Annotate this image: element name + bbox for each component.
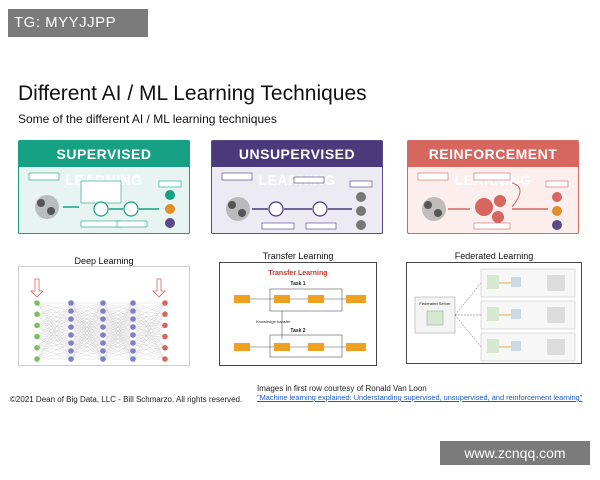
nn-node (68, 348, 74, 354)
nn-node (34, 345, 40, 351)
nn-connection (37, 303, 71, 325)
nn-node (162, 334, 168, 340)
supervised-learning-panel: SUPERVISED LEARNING (18, 140, 190, 234)
nn-node (68, 356, 74, 362)
nn-node (100, 340, 106, 346)
knowledge-transfer-label: Knowledge transfer (256, 319, 291, 324)
nn-node (34, 356, 40, 362)
transfer-diagram-title: Transfer Learning (268, 270, 327, 277)
watermark-top: TG: MYYJJPP (8, 9, 148, 37)
nn-node (130, 308, 136, 314)
nn-node (68, 316, 74, 322)
reinforcement-diagram (408, 167, 578, 233)
nn-connection (133, 314, 165, 327)
nn-connection (37, 335, 71, 348)
supervised-diagram (19, 167, 189, 233)
page-title: Different AI / ML Learning Techniques (18, 82, 367, 106)
nn-node (68, 324, 74, 330)
nn-connection (37, 303, 71, 348)
nn-node (34, 300, 40, 306)
nn-node (130, 300, 136, 306)
transfer-learning-figure: Transfer Learning Task 1 Knowledge trans… (219, 262, 377, 366)
nn-node (162, 311, 168, 317)
task2-label: Task 2 (290, 328, 305, 334)
federated-server-label: Federated Server (419, 301, 451, 306)
nn-node (100, 324, 106, 330)
nn-node (162, 356, 168, 362)
nn-node (68, 300, 74, 306)
source-article-link[interactable]: "Machine learning explained: Understandi… (257, 393, 582, 402)
nn-connection (37, 337, 71, 359)
nn-node (130, 348, 136, 354)
unsupervised-learning-panel: UNSUPERVISED LEARNING (211, 140, 383, 234)
nn-node (162, 300, 168, 306)
deep-learning-label: Deep Learning (18, 256, 190, 266)
nn-node (68, 340, 74, 346)
unsupervised-diagram (212, 167, 382, 233)
federated-learning-label: Federated Learning (406, 251, 582, 261)
nn-connection (133, 325, 165, 343)
nn-connection (37, 319, 71, 337)
nn-connection (133, 303, 165, 311)
nn-connection (133, 319, 165, 337)
nn-node (130, 340, 136, 346)
nn-connection (133, 337, 165, 359)
neural-network-diagram (19, 267, 189, 365)
supervised-banner: SUPERVISED LEARNING (19, 141, 189, 167)
nn-node (130, 324, 136, 330)
nn-node (100, 348, 106, 354)
page-subtitle: Some of the different AI / ML learning t… (18, 112, 277, 126)
federated-diagram: Federated Server (407, 263, 581, 363)
nn-node (68, 308, 74, 314)
federated-learning-figure: Federated Server (406, 262, 582, 364)
reinforcement-learning-panel: REINFORCEMENT LEARNING (407, 140, 579, 234)
nn-node (130, 316, 136, 322)
deep-learning-figure (18, 266, 190, 366)
watermark-bottom: www.zcnqq.com (440, 441, 590, 465)
reinforcement-banner: REINFORCEMENT LEARNING (408, 141, 578, 167)
image-courtesy: Images in first row courtesy of Ronald V… (257, 384, 427, 393)
unsupervised-banner: UNSUPERVISED LEARNING (212, 141, 382, 167)
transfer-diagram: Transfer Learning Task 1 Knowledge trans… (220, 263, 376, 365)
nn-node (100, 308, 106, 314)
nn-node (34, 323, 40, 329)
copyright-notice: ©2021 Dean of Big Data, LLC - Bill Schma… (10, 395, 242, 404)
nn-connection (37, 319, 71, 359)
nn-connection (133, 303, 165, 325)
nn-node (100, 300, 106, 306)
nn-node (100, 316, 106, 322)
nn-connection (133, 303, 165, 343)
nn-node (34, 334, 40, 340)
nn-node (100, 356, 106, 362)
task1-label: Task 1 (290, 281, 305, 287)
nn-connection (37, 325, 71, 343)
transfer-learning-label: Transfer Learning (219, 251, 377, 261)
nn-node (162, 345, 168, 351)
nn-node (162, 323, 168, 329)
nn-node (68, 332, 74, 338)
nn-node (100, 332, 106, 338)
nn-node (130, 356, 136, 362)
nn-node (130, 332, 136, 338)
nn-node (34, 311, 40, 317)
nn-connection (133, 314, 165, 359)
nn-connection (37, 351, 71, 359)
